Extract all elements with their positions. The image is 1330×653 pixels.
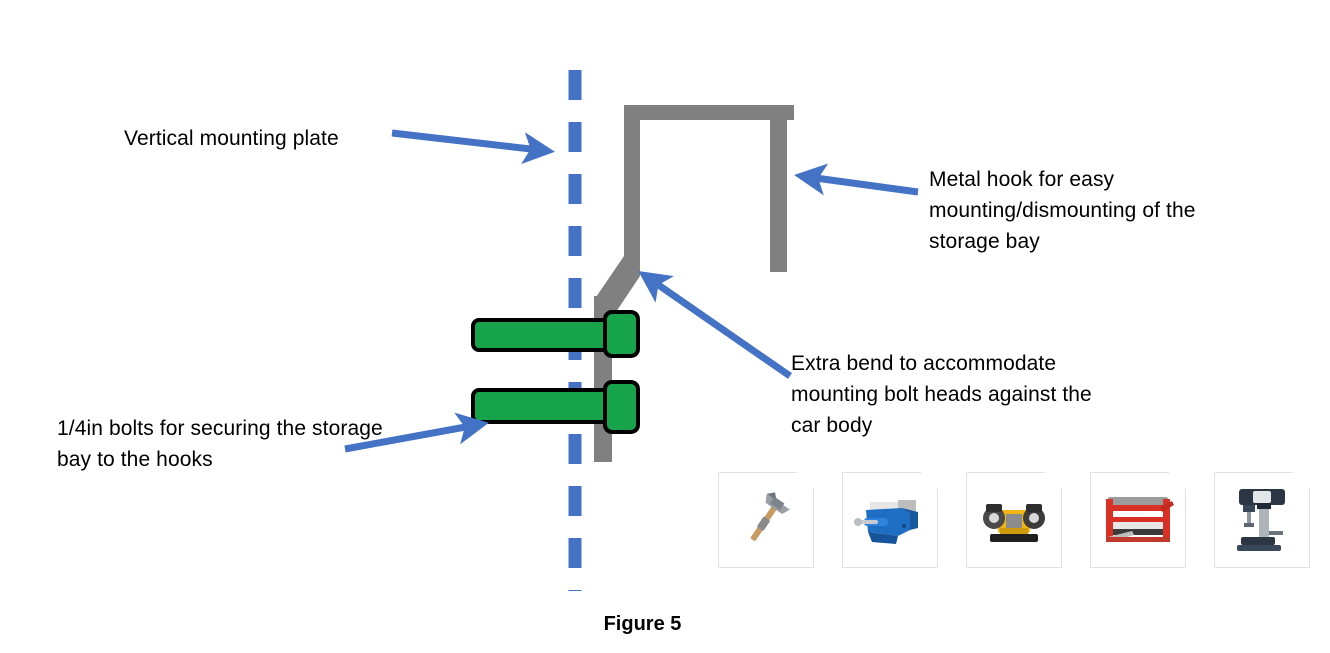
bench-grinder-icon	[966, 472, 1062, 568]
label-mounting-bolts: 1/4in bolts for securing the storage bay…	[57, 417, 383, 471]
figure-caption: Figure 5	[603, 613, 682, 635]
hammer-icon	[718, 472, 814, 568]
label-extra-bend: Extra bend to accommodate mounting bolt …	[791, 352, 1092, 437]
callout-arrow-vertical-plate	[391, 129, 555, 165]
bench-grinder-thumbnail	[966, 472, 1062, 568]
drill-press-icon	[1214, 472, 1310, 568]
sheet-metal-brake-icon	[1090, 472, 1186, 568]
bench-vise-thumbnail	[842, 472, 938, 568]
mounting-bolt-lower	[471, 380, 640, 434]
callout-arrow-bolts	[344, 412, 489, 453]
hammer-thumbnail	[718, 472, 814, 568]
label-vertical-mounting-plate: Vertical mounting plate	[124, 127, 339, 150]
callout-arrow-metal-hook	[794, 163, 919, 196]
label-metal-hook: Metal hook for easy mounting/dismounting…	[929, 168, 1196, 253]
mounting-bolt-upper	[471, 310, 640, 358]
callout-arrow-extra-bend	[638, 271, 792, 379]
sheet-metal-brake-thumbnail	[1090, 472, 1186, 568]
drill-press-thumbnail	[1214, 472, 1310, 568]
bench-vise-icon	[842, 472, 938, 568]
